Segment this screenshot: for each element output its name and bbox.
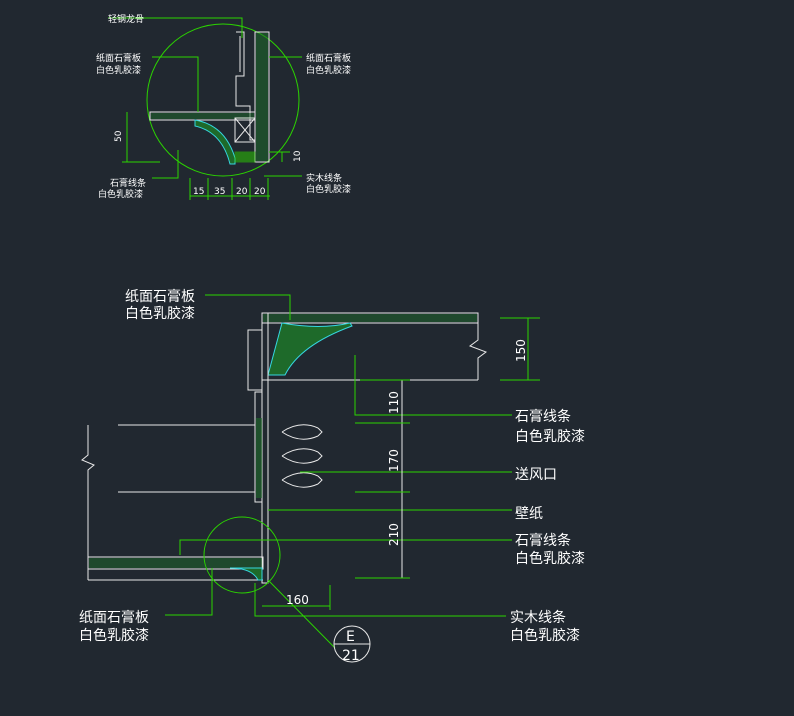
label-wood-1: 实木线条 bbox=[510, 609, 566, 626]
label-plaster-top-2: 白色乳胶漆 bbox=[515, 428, 585, 445]
detail-keel bbox=[235, 31, 255, 141]
section-plaster-cove-top bbox=[267, 322, 353, 376]
dim-10: 10 bbox=[293, 150, 303, 162]
dim-150: 150 bbox=[514, 339, 528, 362]
break-line-left bbox=[81, 425, 95, 580]
label-wood-2: 白色乳胶漆 bbox=[306, 183, 351, 195]
label-gypsum-right-1: 纸面石膏板 bbox=[306, 52, 351, 64]
section-tag-number: 21 bbox=[342, 648, 360, 664]
label-plaster-top-1: 石膏线条 bbox=[515, 408, 571, 425]
detail-reference-circle bbox=[203, 516, 281, 594]
dim-210: 210 bbox=[387, 523, 401, 546]
label-keel: 轻钢龙骨 bbox=[108, 13, 144, 25]
dim-15: 15 bbox=[193, 187, 204, 197]
detail-view: 轻钢龙骨 纸面石膏板 白色乳胶漆 纸面石膏板 白色乳胶漆 石膏线条 白色乳胶漆 … bbox=[96, 13, 351, 200]
dim-160: 160 bbox=[286, 593, 309, 607]
airflow-arrows bbox=[281, 424, 323, 488]
break-line-right bbox=[468, 313, 488, 380]
detail-wall bbox=[254, 31, 270, 163]
label-wallpaper: 壁纸 bbox=[515, 506, 543, 522]
section-tag-letter: E bbox=[346, 629, 355, 645]
detail-plaster-cove bbox=[194, 119, 236, 165]
label-gypsum-bot-1: 纸面石膏板 bbox=[79, 609, 149, 626]
dim-50: 50 bbox=[114, 130, 124, 142]
detail-wood-strip bbox=[234, 151, 256, 163]
section-wall-upper bbox=[247, 329, 263, 391]
label-gypsum-left-2: 白色乳胶漆 bbox=[96, 64, 141, 76]
label-plaster-2: 白色乳胶漆 bbox=[98, 188, 143, 200]
dim-170: 170 bbox=[387, 449, 401, 472]
section-tag[interactable]: E 21 bbox=[333, 625, 371, 664]
dim-110: 110 bbox=[387, 391, 401, 414]
dim-35: 35 bbox=[214, 187, 225, 197]
detail-circle bbox=[146, 23, 300, 177]
label-wood-1: 实木线条 bbox=[306, 172, 342, 184]
label-gypsum-right-2: 白色乳胶漆 bbox=[306, 64, 351, 76]
vent-grille bbox=[256, 418, 262, 498]
label-gypsum-top-1: 纸面石膏板 bbox=[125, 288, 195, 305]
label-plaster-bot-1: 石膏线条 bbox=[515, 532, 571, 549]
detail-ceiling-board bbox=[149, 111, 256, 121]
label-gypsum-left-1: 纸面石膏板 bbox=[96, 52, 141, 64]
section-wall bbox=[261, 312, 269, 584]
section-view: 纸面石膏板 白色乳胶漆 石膏线条 白色乳胶漆 送风口 壁纸 石膏线条 白色乳胶漆… bbox=[79, 288, 585, 649]
dim-20b: 20 bbox=[254, 187, 266, 197]
section-plaster-cove-bottom bbox=[229, 567, 263, 581]
label-gypsum-bot-2: 白色乳胶漆 bbox=[79, 627, 149, 644]
label-plaster-1: 石膏线条 bbox=[110, 177, 146, 189]
label-plaster-bot-2: 白色乳胶漆 bbox=[515, 550, 585, 567]
dim-20a: 20 bbox=[236, 187, 248, 197]
label-vent: 送风口 bbox=[515, 467, 557, 483]
label-wood-2: 白色乳胶漆 bbox=[510, 627, 580, 644]
label-gypsum-top-2: 白色乳胶漆 bbox=[125, 305, 195, 322]
